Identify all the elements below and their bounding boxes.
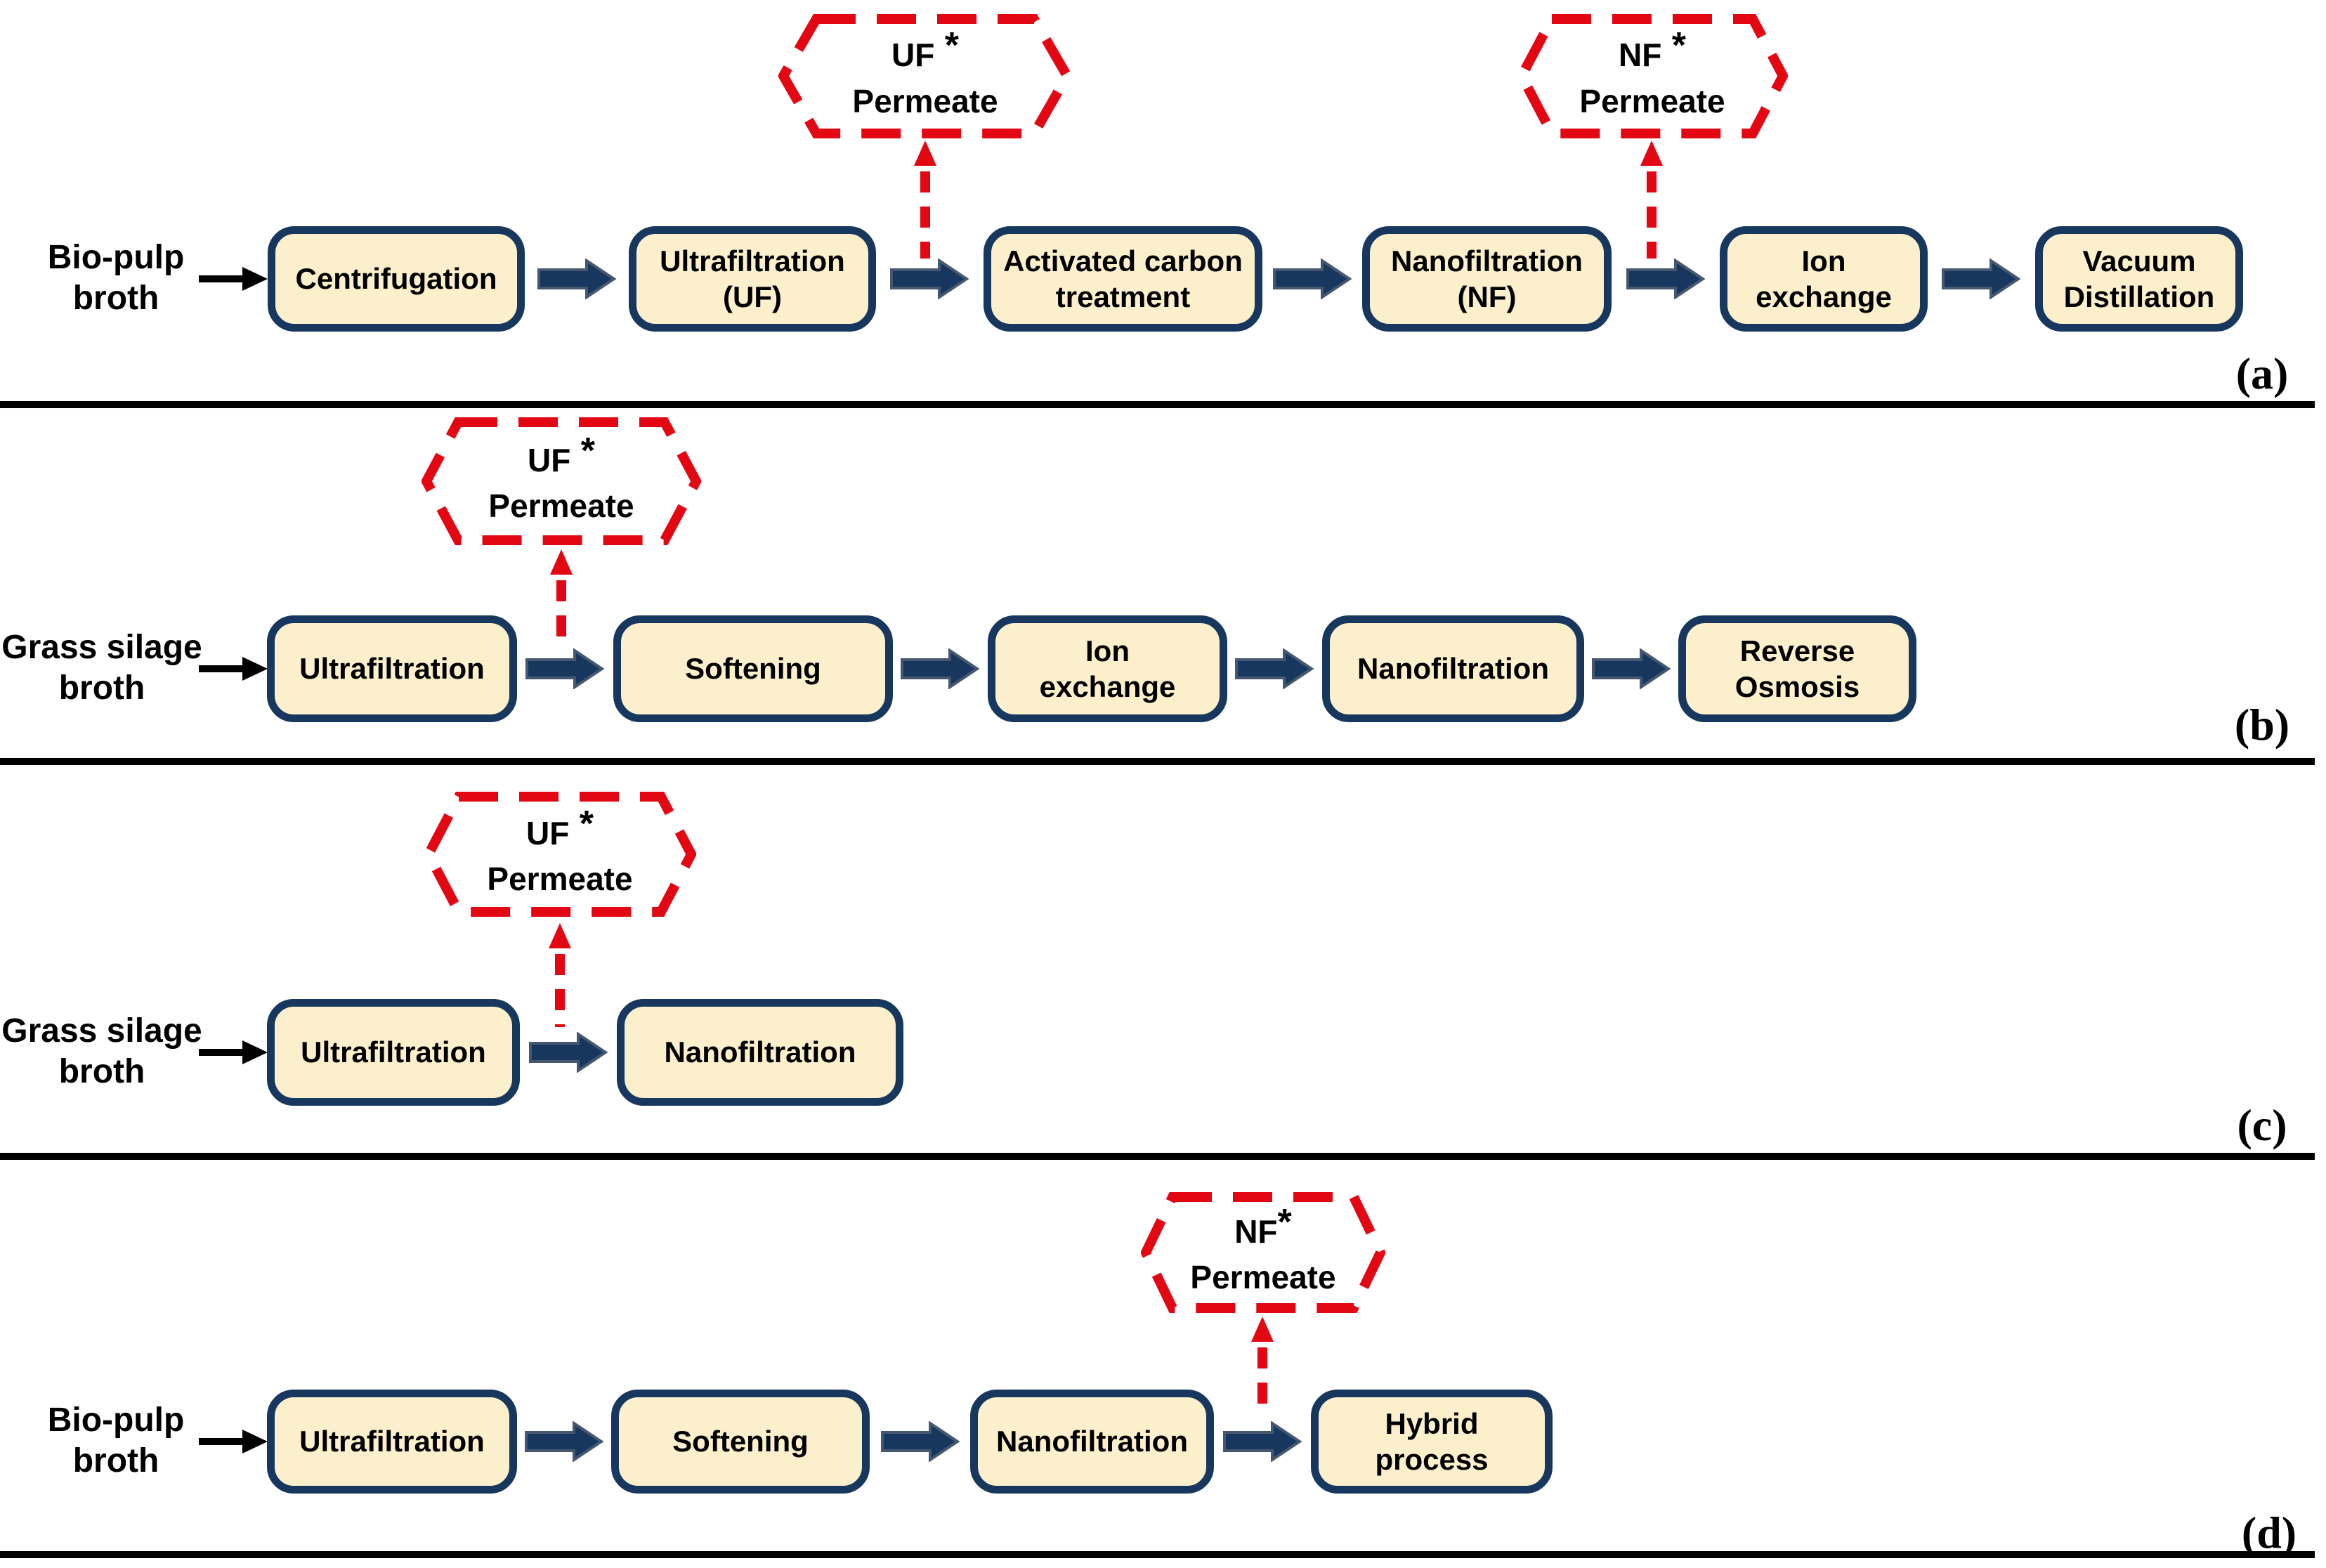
permeate-hexagon-label: UF * Permeate [424,792,696,917]
permeate-hexagon [422,417,701,545]
process-box: Softening [613,615,893,722]
permeate-code: UF * [527,430,595,478]
feed-label: Grass silage broth [1,629,202,707]
feed-arrow [199,267,268,291]
flow-arrow [525,648,604,689]
feed-label: Bio-pulp broth [47,1402,185,1479]
process-box: Nanofiltration [970,1390,1214,1494]
flow-arrow [881,1421,960,1462]
process-box: Nanofiltration [1322,615,1584,722]
flow-arrow [901,648,979,689]
separator-line [0,1153,2315,1160]
permeate-word: Permeate [488,488,634,525]
feed-arrow [199,1040,268,1064]
permeate-dashed-arrow [1640,141,1663,259]
separator-line [0,758,2315,765]
asterisk: * [1661,25,1686,67]
permeate-hexagon [778,14,1072,138]
process-box: Nanofiltration(NF) [1362,226,1612,332]
panel-label: (a) [2235,348,2289,398]
permeate-word: Permeate [1190,1259,1336,1296]
panel-label: (c) [2237,1100,2287,1150]
asterisk: * [569,803,594,844]
asterisk: * [1277,1201,1292,1243]
process-box: Nanofiltration [617,999,903,1106]
asterisk: * [570,430,595,471]
permeate-code: NF * [1618,25,1686,74]
flow-arrow [1223,1421,1302,1462]
permeate-dashed-arrow [549,923,571,1027]
flow-arrow [529,1032,608,1073]
panel-label: (d) [2241,1508,2297,1557]
permeate-hexagon-label: UF * Permeate [778,14,1072,138]
flow-arrow [1235,648,1314,689]
permeate-hexagon [1517,14,1788,138]
permeate-code: NF* [1234,1201,1292,1250]
asterisk: * [934,25,959,67]
separator-line [0,1551,2315,1558]
process-box: Ultrafiltration(UF) [629,226,876,332]
process-box: Ultrafiltration [267,1390,517,1494]
separator-line [0,401,2315,408]
permeate-code: UF * [891,25,959,74]
flow-arrow [1626,259,1705,299]
flow-arrow [1942,259,2020,299]
flow-arrow [1273,259,1352,299]
permeate-hexagon [1141,1192,1385,1313]
process-box: Centrifugation [268,226,525,332]
panel-label: (b) [2234,700,2290,750]
feed-label: Bio-pulp broth [47,239,185,317]
feed-arrow [199,1430,268,1453]
permeate-dashed-arrow [550,549,573,651]
permeate-word: Permeate [1579,82,1725,119]
feed-label: Grass silage broth [1,1012,202,1090]
permeate-dashed-arrow [914,141,936,259]
permeate-hexagon [424,792,696,917]
flow-arrow [537,259,616,299]
process-box: Ultrafiltration [267,615,517,722]
flow-arrow [525,1421,603,1462]
feed-arrow [199,657,268,681]
permeate-word: Permeate [487,861,633,898]
process-box: Softening [611,1390,870,1494]
process-box: Ultrafiltration [267,999,520,1106]
permeate-hexagon-label: NF* Permeate [1141,1192,1385,1313]
permeate-code: UF * [525,803,594,851]
flow-arrow [890,259,969,299]
flow-arrow [1592,648,1671,689]
permeate-hexagon-label: UF * Permeate [422,417,701,545]
permeate-dashed-arrow [1251,1317,1274,1418]
permeate-hexagon-label: NF * Permeate [1517,14,1788,138]
permeate-word: Permeate [852,82,998,119]
